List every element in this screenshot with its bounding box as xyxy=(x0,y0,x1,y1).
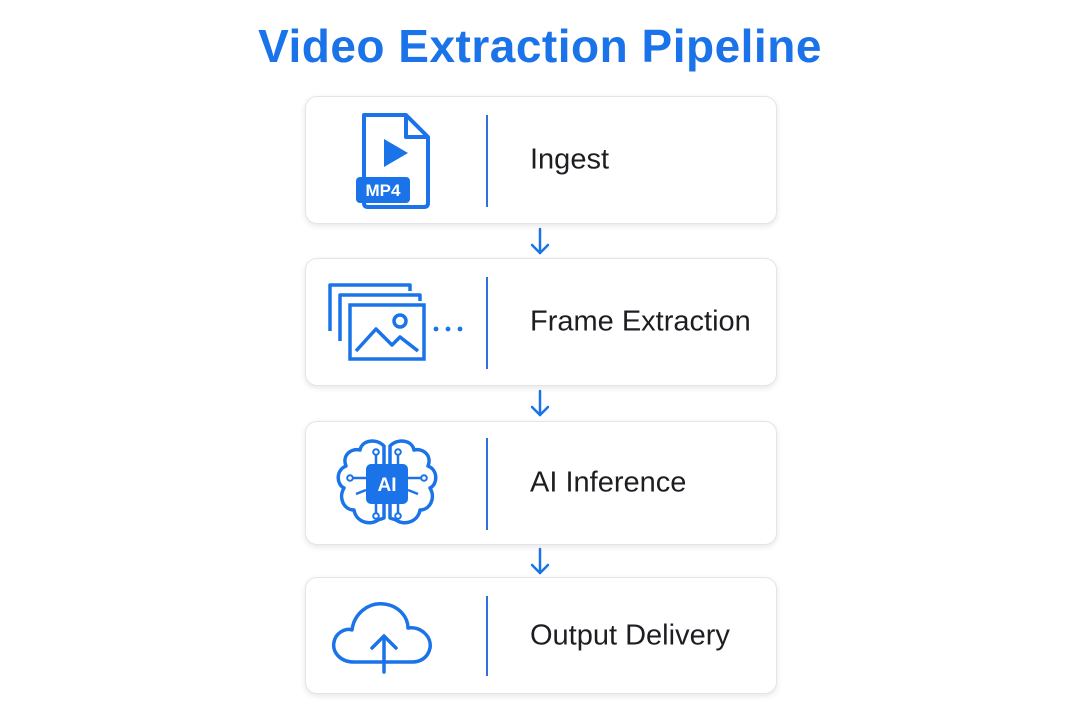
step-label-ai-inference: AI Inference xyxy=(530,466,687,499)
card-divider xyxy=(486,115,488,207)
step-label-ingest: Ingest xyxy=(530,143,609,176)
mp4-file-icon: MP4 xyxy=(306,97,486,223)
mp4-badge-text: MP4 xyxy=(366,181,402,200)
card-divider xyxy=(486,277,488,369)
down-arrow-icon xyxy=(530,227,550,255)
step-card-output-delivery: Output Delivery xyxy=(305,577,777,694)
step-card-frame-extraction: Frame Extraction xyxy=(305,258,777,386)
step-card-ingest: MP4 Ingest xyxy=(305,96,777,224)
ai-brain-icon: AI xyxy=(306,422,486,544)
ai-badge-text: AI xyxy=(378,475,397,496)
card-divider xyxy=(486,596,488,676)
card-divider xyxy=(486,438,488,530)
down-arrow-icon xyxy=(530,389,550,417)
page-title: Video Extraction Pipeline xyxy=(258,20,822,72)
step-label-frame-extraction: Frame Extraction xyxy=(530,305,751,338)
image-frames-icon xyxy=(306,259,486,385)
cloud-upload-icon xyxy=(306,578,486,693)
step-card-ai-inference: AI AI Inference xyxy=(305,421,777,545)
down-arrow-icon xyxy=(530,547,550,575)
step-label-output-delivery: Output Delivery xyxy=(530,619,730,651)
